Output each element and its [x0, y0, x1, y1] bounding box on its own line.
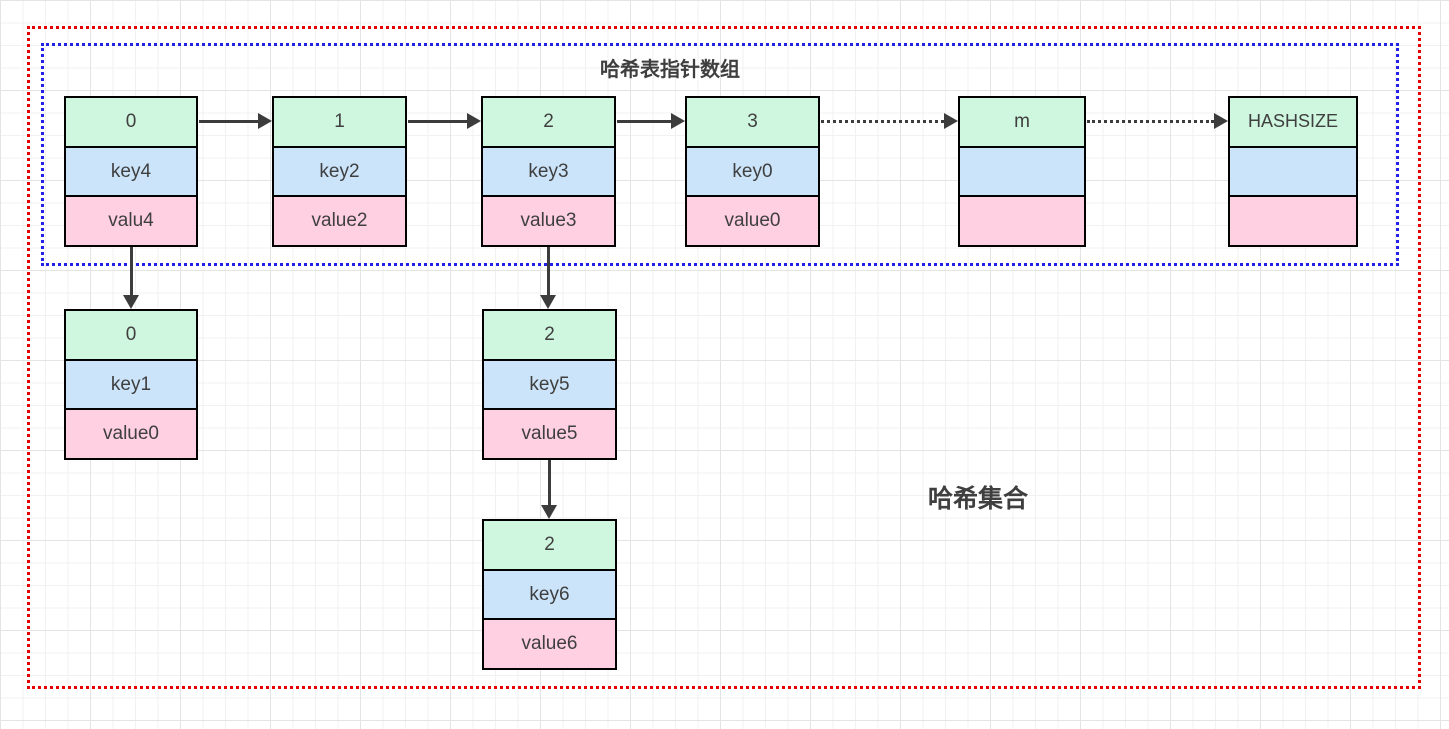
arrow-down-icon-bucket2-chain [540, 247, 556, 309]
bucket-m-value-cell [960, 195, 1084, 246]
arrow-shaft [199, 119, 258, 123]
arrow-head [944, 113, 958, 129]
hash-set-boundary [27, 26, 1421, 689]
chain-0-key-cell: key1 [66, 358, 196, 409]
bucket-3-value-cell: value0 [687, 195, 818, 246]
bucket-2-slot-cell: 2 [483, 98, 614, 146]
arrow-shaft [617, 119, 671, 123]
arrow-shaft [821, 119, 944, 123]
chain-1-slot-cell: 2 [484, 311, 615, 359]
arrow-shaft [547, 460, 551, 505]
arrow-down-icon-key5-key6 [541, 460, 557, 519]
bucket-m-key-cell [960, 145, 1084, 196]
chain-0-slot-cell: 0 [66, 311, 196, 359]
pointer-array-title: 哈希表指针数组 [600, 59, 740, 81]
chain-node-2-key5: 2 key5 value5 [482, 309, 617, 460]
arrow-head [671, 113, 685, 129]
bucket-node-2: 2 key3 value3 [481, 96, 616, 247]
bucket-node-hashsize: HASHSIZE [1228, 96, 1358, 247]
chain-2-value-cell: value6 [484, 618, 615, 669]
bucket-3-key-cell: key0 [687, 145, 818, 196]
bucket-1-value-cell: value2 [274, 195, 405, 246]
bucket-1-slot-cell: 1 [274, 98, 405, 146]
bucket-m-slot-cell: m [960, 98, 1084, 146]
chain-2-key-cell: key6 [484, 568, 615, 619]
chain-0-value-cell: value0 [66, 408, 196, 459]
bucket-0-key-cell: key4 [66, 145, 196, 196]
arrow-head [540, 295, 556, 309]
bucket-hashsize-value-cell [1230, 195, 1356, 246]
arrow-shaft [546, 247, 550, 295]
chain-node-0-key1: 0 key1 value0 [64, 309, 198, 460]
chain-1-value-cell: value5 [484, 408, 615, 459]
arrow-right-icon-bucket2-bucket3 [617, 113, 685, 129]
pointer-array-boundary [41, 43, 1399, 266]
arrow-shaft [408, 119, 467, 123]
bucket-2-value-cell: value3 [483, 195, 614, 246]
bucket-2-key-cell: key3 [483, 145, 614, 196]
bucket-hashsize-key-cell [1230, 145, 1356, 196]
arrow-shaft [1087, 119, 1214, 123]
chain-1-key-cell: key5 [484, 358, 615, 409]
bucket-node-1: 1 key2 value2 [272, 96, 407, 247]
arrow-head [1214, 113, 1228, 129]
bucket-1-key-cell: key2 [274, 145, 405, 196]
arrow-down-icon-bucket0-chain [123, 247, 139, 309]
arrow-head [467, 113, 481, 129]
arrow-head [123, 295, 139, 309]
arrow-head [541, 505, 557, 519]
arrow-right-icon-bucket1-bucket2 [408, 113, 481, 129]
arrow-head [258, 113, 272, 129]
dotted-arrow-right-icon-bucketm-hashsize [1087, 113, 1228, 129]
chain-2-slot-cell: 2 [484, 521, 615, 569]
arrow-right-icon-bucket0-bucket1 [199, 113, 272, 129]
chain-node-2-key6: 2 key6 value6 [482, 519, 617, 670]
bucket-node-0: 0 key4 valu4 [64, 96, 198, 247]
arrow-shaft [129, 247, 133, 295]
bucket-hashsize-slot-cell: HASHSIZE [1230, 98, 1356, 146]
hash-set-title: 哈希集合 [927, 485, 1028, 513]
bucket-3-slot-cell: 3 [687, 98, 818, 146]
dotted-arrow-right-icon-bucket3-bucketm [821, 113, 958, 129]
bucket-node-m: m [958, 96, 1086, 247]
bucket-0-value-cell: valu4 [66, 195, 196, 246]
bucket-0-slot-cell: 0 [66, 98, 196, 146]
bucket-node-3: 3 key0 value0 [685, 96, 820, 247]
